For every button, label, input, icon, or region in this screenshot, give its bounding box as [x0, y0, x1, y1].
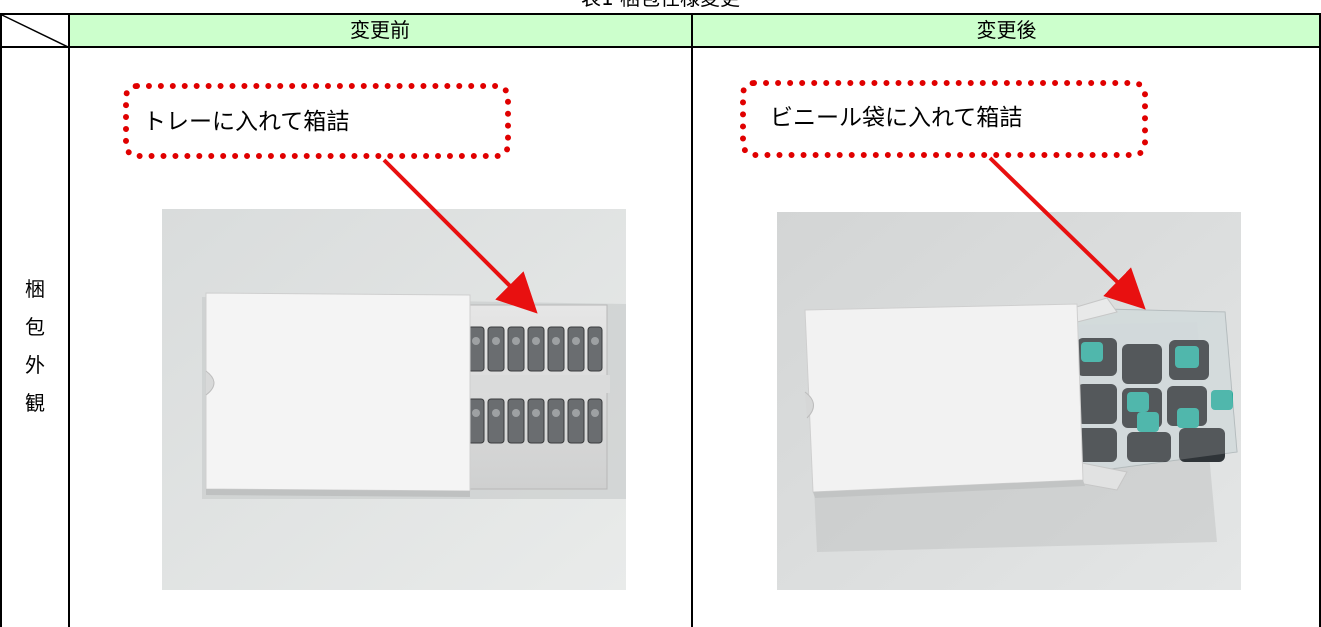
grid-right [1319, 13, 1321, 627]
header-before: 変更前 [350, 18, 410, 42]
before-photo [162, 209, 626, 590]
corner-diagonal [1, 14, 68, 47]
header-row [68, 13, 1321, 47]
after-callout-text: ビニール袋に入れて箱詰 [770, 105, 1023, 131]
table-caption: 表1 梱包仕様変更 [0, 0, 1321, 10]
grid-header-bottom [0, 46, 1321, 48]
after-callout-box [740, 80, 1148, 158]
grid-top [0, 13, 1321, 15]
after-photo [777, 212, 1241, 590]
before-callout-box [123, 83, 511, 159]
row-label-char: 外 [25, 353, 45, 377]
grid-left [0, 13, 2, 627]
grid-label-divider [68, 13, 70, 627]
row-label-char: 梱 [25, 277, 45, 301]
before-callout-text: トレーに入れて箱詰 [143, 109, 350, 135]
row-label-char: 観 [25, 391, 45, 415]
row-label-char: 包 [25, 315, 45, 339]
row-label-packaging-appearance: 梱 包 外 観 [2, 270, 68, 422]
header-after: 変更後 [976, 18, 1037, 42]
grid-center-divider [691, 13, 693, 627]
